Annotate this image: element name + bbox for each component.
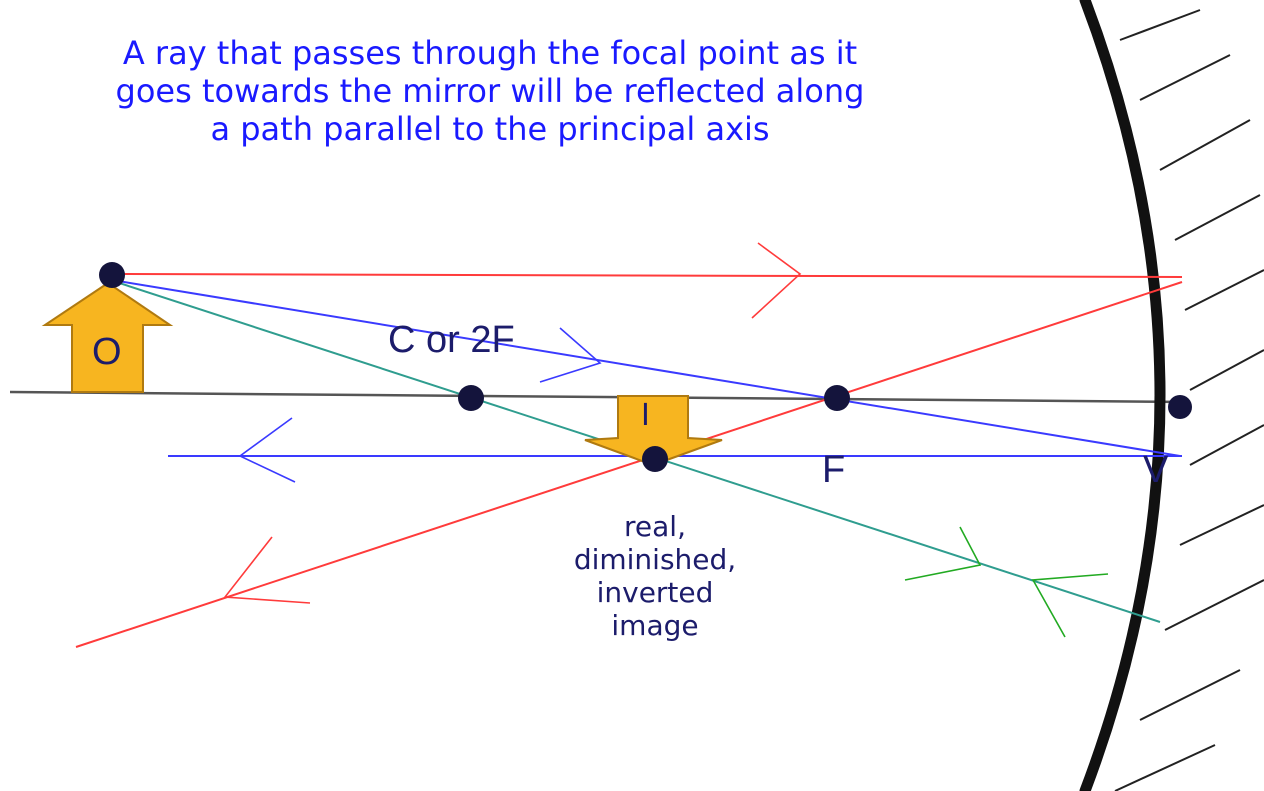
image-note-line-2: diminished, [573,543,737,576]
caption-line-3: a path parallel to the principal axis [210,110,770,148]
explanation-caption: A ray that passes through the focal poin… [30,34,950,148]
image-note-line-4: image [611,609,699,642]
blue-ray-incident [111,279,1181,457]
red-arrowhead-right [751,242,802,319]
red-arrowhead-left [223,536,311,604]
red-ray-incident [111,273,1183,278]
principal-axis [9,390,1191,404]
image-note-line-3: inverted [596,576,714,609]
mirror-hatching [1114,9,1264,791]
concave-mirror [1079,0,1166,791]
vertex-label: V [1143,449,1169,491]
green-arrowhead-reflected [1031,573,1109,638]
image-tip-point [642,446,668,472]
image-arrow [584,395,723,467]
blue-arrowhead-reflected [238,417,296,483]
image-description: real, diminished, inverted image [520,510,790,642]
image-note-line-1: real, [624,510,686,543]
image-label: I [641,398,650,433]
object-tip-point [99,262,125,288]
caption-line-1: A ray that passes through the focal poin… [122,34,858,72]
object-arrow [41,281,174,393]
caption-line-2: goes towards the mirror will be reflecte… [115,72,865,110]
red-ray-reflected [75,281,1183,648]
vertex-point [1168,395,1192,419]
object-label: O [92,331,122,373]
focal-label: F [822,449,846,491]
center-of-curvature-point [458,385,484,411]
green-arrowhead-incident [904,526,982,581]
focal-point [824,385,850,411]
blue-arrowhead-incident [539,327,602,383]
center-label: C or 2F [388,319,515,361]
